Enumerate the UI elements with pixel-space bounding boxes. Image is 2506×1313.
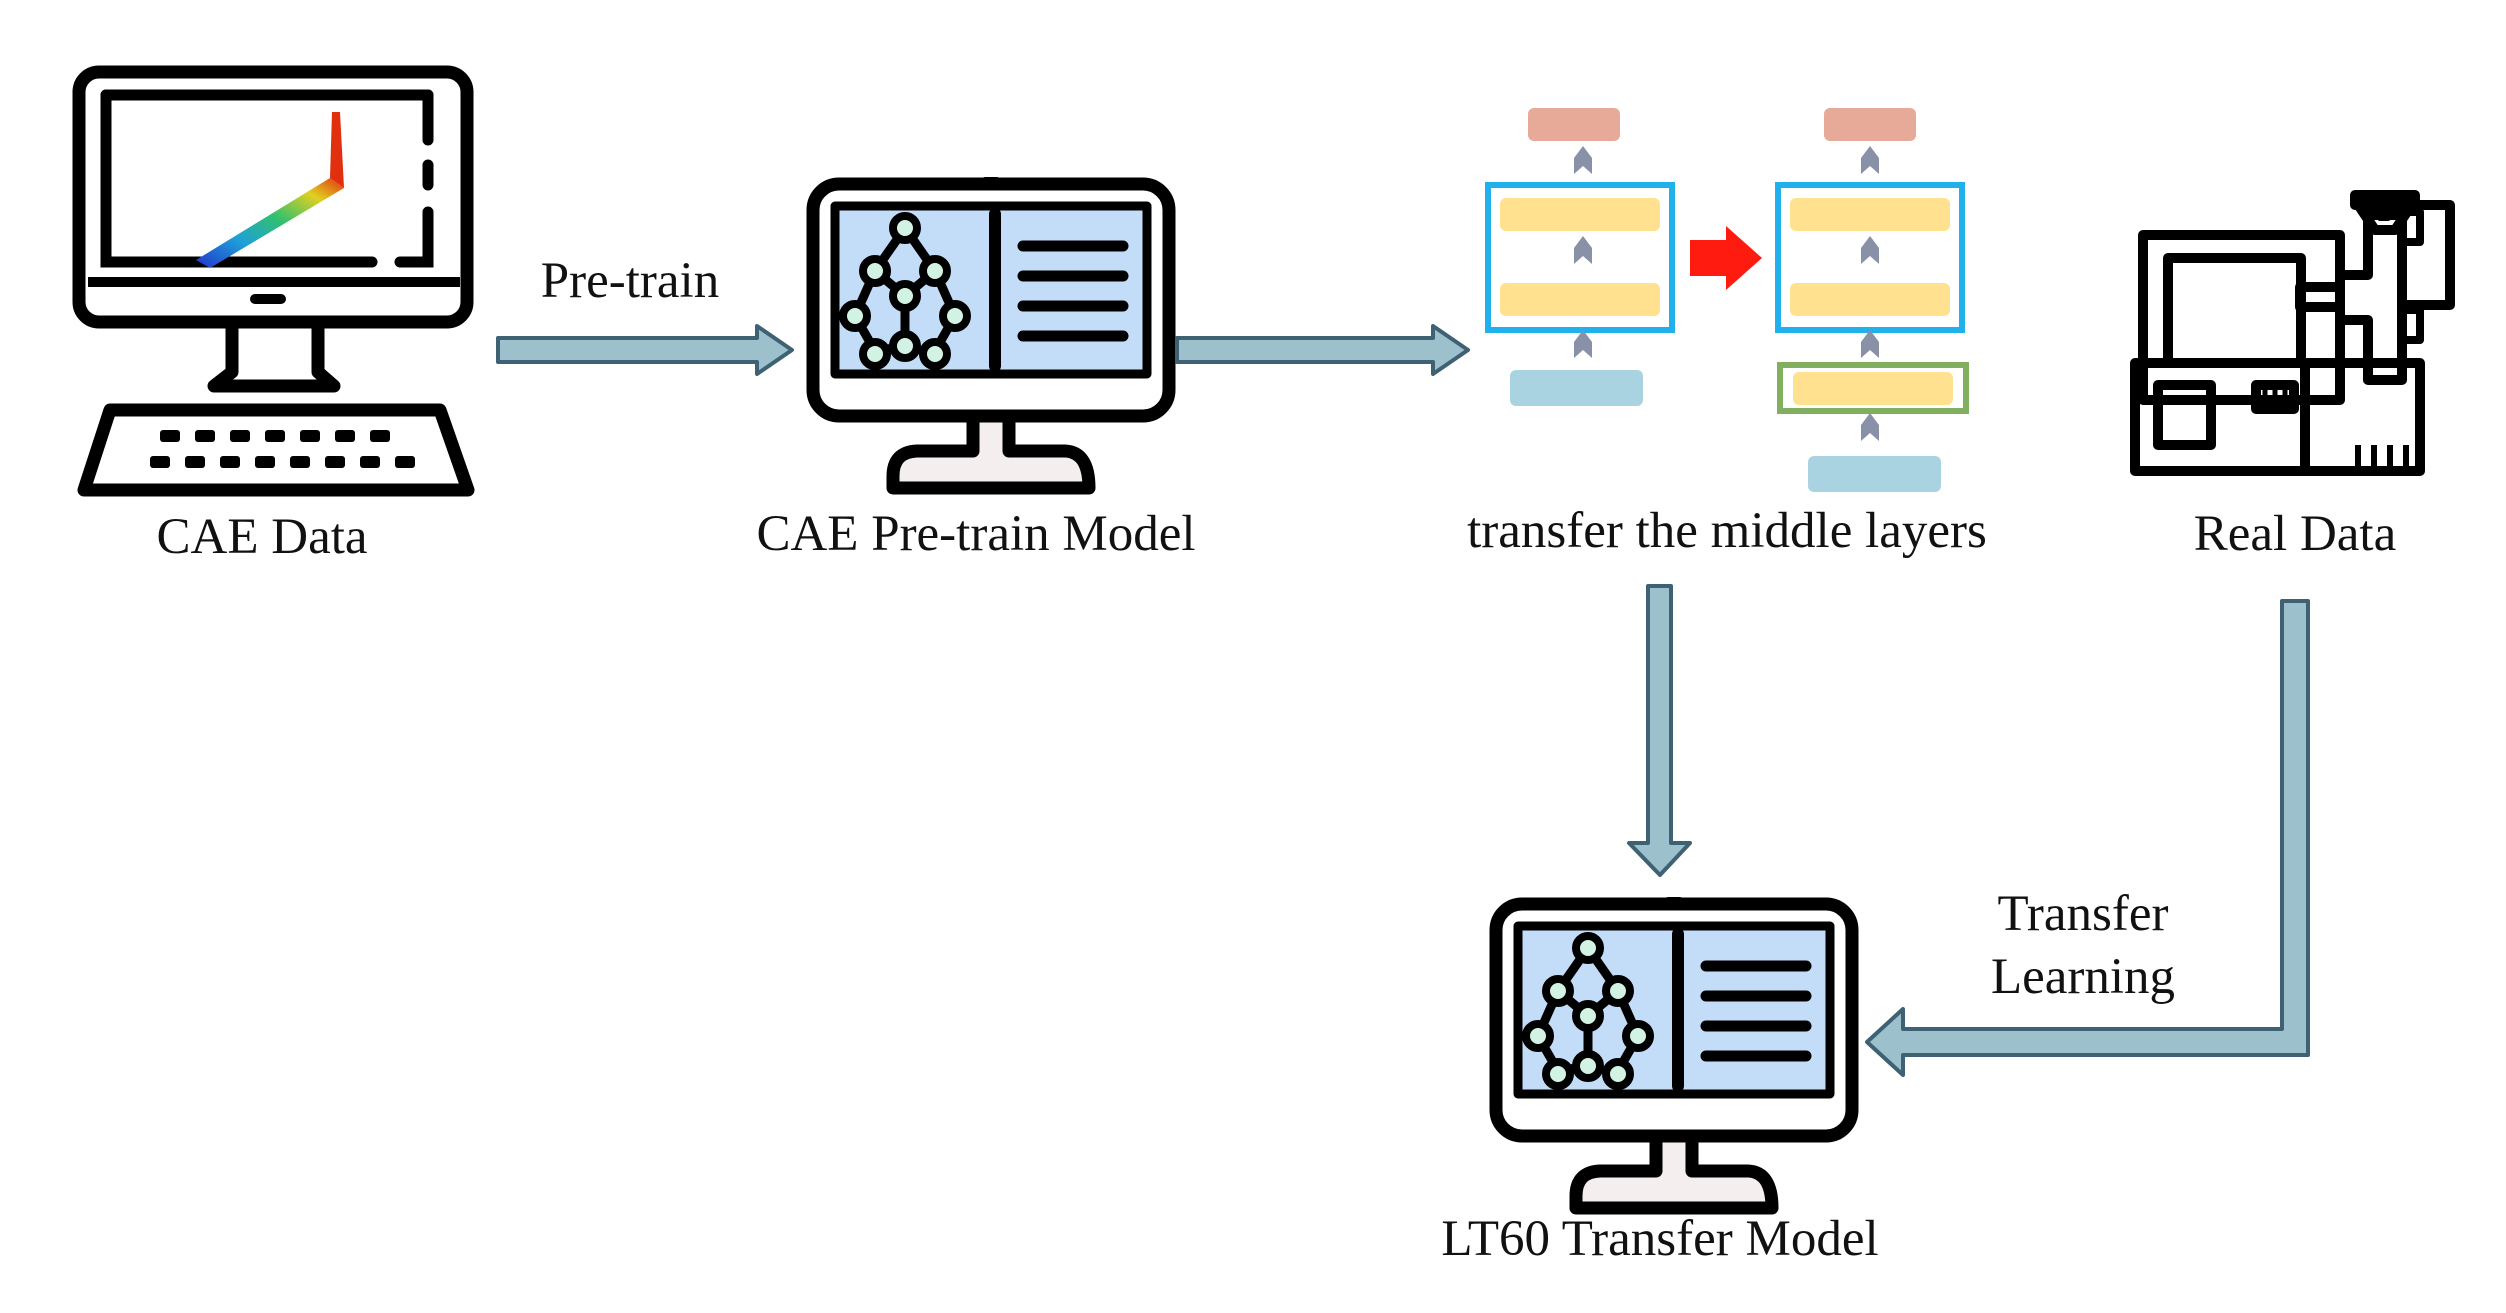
real-data-label: Real Data [2194,506,2396,562]
pretrain-model-icon [813,180,1169,488]
network-stack-left-icon [1485,108,1675,406]
cae-data-label: CAE Data [156,509,367,565]
pretrain-arrow [496,324,794,376]
pretrain-label: Pre-train [541,253,719,309]
transfer-model-icon [1496,900,1852,1208]
transfer-learning-label-line2: Learning [1991,949,2175,1005]
transfer-model-label: LT60 Transfer Model [1441,1211,1878,1267]
model-to-layers-arrow [1175,324,1470,376]
network-stack-right-icon [1775,108,1969,492]
transfer-layers-label: transfer the middle layers [1467,503,1987,559]
transfer-learning-arrow [1865,599,2310,1077]
injection-molding-machine-icon [2130,190,2455,476]
transfer-learning-label-line1: Transfer [1998,886,2169,942]
layers-to-transfer-model-arrow [1627,584,1692,877]
red-transfer-arrow [1690,226,1762,290]
cae-computer-icon [72,65,475,497]
pretrain-model-label: CAE Pre-train Model [756,506,1195,562]
